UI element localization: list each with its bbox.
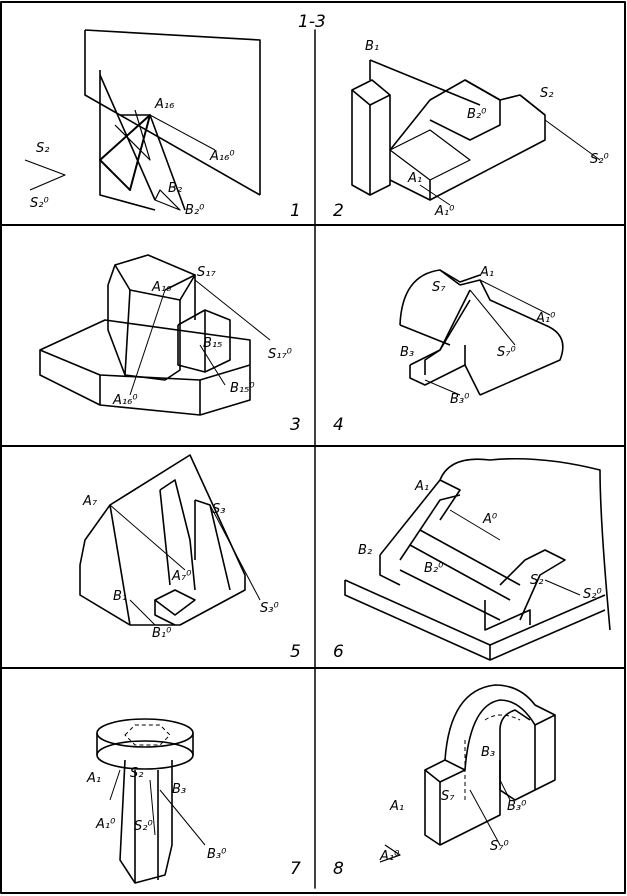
panel-2-label-s: S₂ [540,86,553,101]
panel-8-label-a: A₁ [389,799,404,814]
panel-3-label-s: S₁₇ [197,265,216,280]
panel-1-drawing [24,29,261,211]
panel-4-drawing [399,269,564,396]
panel-6-label-s0: S₂⁰ [583,587,602,602]
panel-1-label-b: B₂ [168,181,182,196]
panel-4-label-b: B₃ [400,345,414,360]
panel-8-label-b0: B₃⁰ [507,799,527,814]
panel-7-label-a0: A₁⁰ [95,817,116,832]
panel-5-drawing [79,454,261,626]
panel-2-label-a0: A₁⁰ [434,204,455,219]
panel-7-label-s0: S₂⁰ [134,819,153,834]
panel-6-label-b0: B₂⁰ [424,561,444,576]
panel-5-label-s: S₃ [212,502,225,517]
panel-6-number: 6 [333,642,344,662]
panel-1-label-a: A₁₆ [154,97,174,112]
panel-5-label-b0: B₁⁰ [152,626,172,641]
panel-3-label-b0: B₁₅⁰ [230,381,255,396]
panel-8-number: 8 [333,859,344,879]
panel-8-label-a0: A₁⁰ [379,849,400,864]
panel-5-label-a0: A₇⁰ [171,569,192,584]
panel-4-label-a: A₁ [479,265,494,280]
panel-1-label-s0: S₂⁰ [30,196,49,211]
panel-2-drawing [351,59,601,206]
panel-2-label-s0: S₂⁰ [590,152,609,167]
panel-7-number: 7 [290,859,301,879]
panel-7-label-s: S₂ [130,766,143,781]
panel-7-label-b0: B₃⁰ [207,847,227,862]
panel-5-label-b: B₁ [113,589,127,604]
panel-8-label-b: B₃ [481,745,495,760]
panel-7-label-a: A₁ [86,771,101,786]
panel-4-label-s: S₇ [432,280,446,295]
panel-1-number: 1 [290,201,301,221]
panel-6-label-s: S₂ [530,573,543,588]
panel-4-number: 4 [333,415,344,435]
panel-3-label-a: A₁₆ [151,280,171,295]
panel-8-drawing [379,684,556,863]
panel-5-label-s0: S₃⁰ [260,601,279,616]
panel-7-drawing [96,718,206,884]
panel-5-label-a: A₇ [82,494,98,509]
panel-8-label-s: S₇ [441,789,455,804]
panel-3-label-b: B₁₅ [203,336,222,351]
panel-6-label-b: B₂ [358,543,372,558]
panel-6-drawing [344,457,611,661]
panel-2-label-b: B₁ [365,39,379,54]
panel-6-label-a0: A⁰ [482,512,498,527]
panel-3-label-a0: A₁₆⁰ [112,393,138,408]
panel-4-label-s0: S₇⁰ [497,345,516,360]
panel-3-drawing [39,254,271,416]
panel-8-label-s0: S₇⁰ [490,839,509,854]
panel-4-label-b0: B₃⁰ [450,392,470,407]
panel-6-label-a: A₁ [414,479,429,494]
panel-2-number: 2 [333,201,344,221]
panel-2-label-b0: B₂⁰ [467,107,487,122]
panel-3-number: 3 [290,415,301,435]
panel-1-label-b0: B₂⁰ [185,203,205,218]
panel-1-label-s: S₂ [36,141,49,156]
panel-5-number: 5 [290,642,301,662]
panel-1-label-a0: A₁₆⁰ [209,149,235,164]
panel-2-label-a: A₁ [407,171,422,186]
panel-3-label-s0: S₁₇⁰ [268,347,293,362]
panel-7-label-b: B₃ [172,782,186,797]
panel-4-label-a0: A₁⁰ [535,311,556,326]
sheet-title: 1-3 [298,12,326,32]
